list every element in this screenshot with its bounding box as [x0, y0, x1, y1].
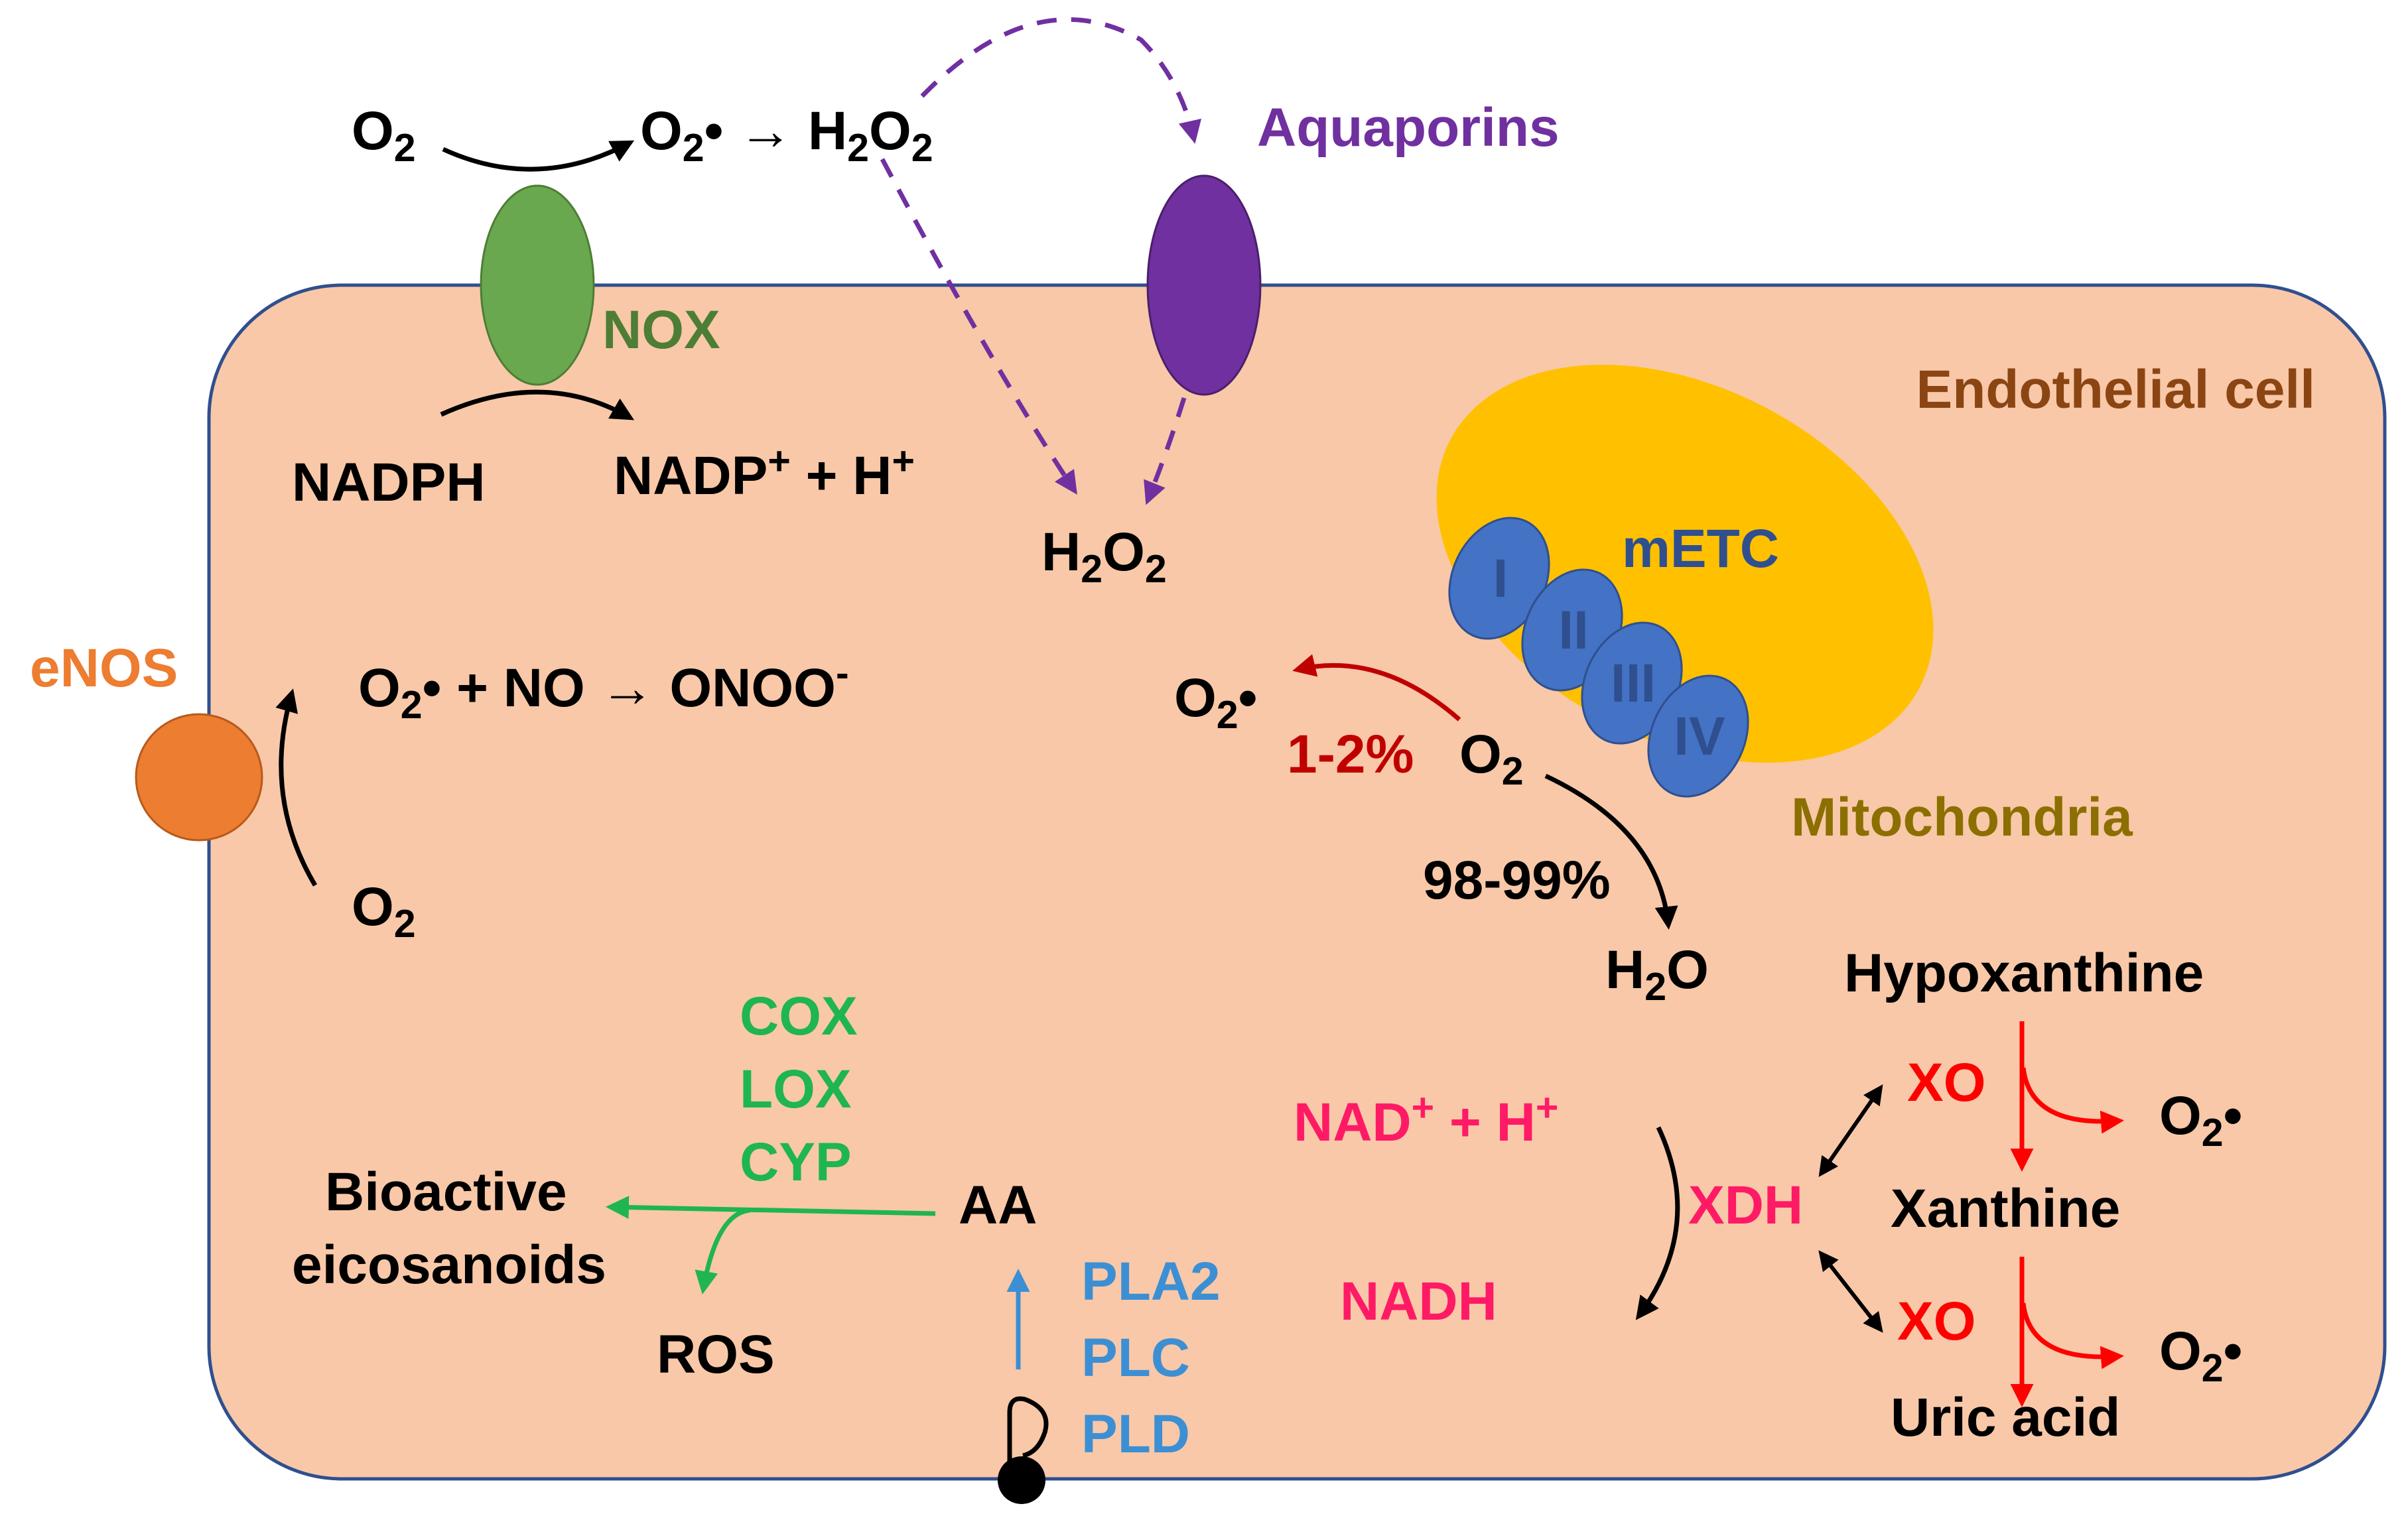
aa-label: AA [959, 1175, 1037, 1235]
aquaporin-icon [1146, 174, 1262, 396]
bioactive-label: Bioactive [325, 1162, 567, 1222]
mito-pct-small: 1-2% [1287, 724, 1414, 785]
complex-3-label: III [1611, 653, 1656, 714]
nad-to-nadh-arrow [1635, 1126, 1680, 1320]
o2-to-water-arrow [1544, 773, 1678, 930]
endothelial-cell [207, 283, 2387, 1481]
xo2-label: XO [1897, 1291, 1975, 1352]
metc-complexes: I II III IV [1448, 517, 1749, 798]
nadp-plus-h-label: NADP+ + H+ [614, 439, 915, 506]
nadph-to-nadp-arrow [440, 389, 635, 420]
o2-to-superoxide-arrow [442, 140, 635, 172]
pla2-label: PLA2 [1081, 1251, 1221, 1312]
pld-label: PLD [1081, 1404, 1190, 1464]
mito-water: H2O [1605, 940, 1709, 1009]
mitochondria-label: Mitochondria [1791, 787, 2133, 848]
aquaporins-label: Aquaporins [1257, 97, 1560, 158]
intracellular-h2o2: H2O2 [1041, 522, 1167, 591]
nad-plus-h-label: NAD+ + H+ [1294, 1086, 1558, 1153]
h2o2-to-aquaporin-arrow [920, 17, 1202, 144]
eicosanoids-label: eicosanoids [292, 1235, 606, 1295]
hypoxanthine-label: Hypoxanthine [1844, 943, 2204, 1003]
aa-to-ros-arrow [695, 1208, 750, 1294]
xo1-superoxide: O2• [2159, 1086, 2242, 1155]
complex-2-label: II [1558, 600, 1589, 661]
nox-label: NOX [602, 300, 720, 360]
xo1-label: XO [1907, 1052, 1985, 1113]
enos-icon [135, 713, 263, 842]
nadph-label: NADPH [292, 452, 486, 513]
xdh-label: XDH [1688, 1175, 1803, 1235]
complex-4-shape [1647, 674, 1749, 798]
top-o2-radical-to-h2o2: O2• → H2O2 [640, 101, 933, 170]
nadh-label: NADH [1340, 1271, 1497, 1332]
cox-label: COX [740, 986, 858, 1046]
top-o2: O2 [352, 101, 416, 170]
uric-acid-label: Uric acid [1891, 1387, 2120, 1448]
mito-o2: O2 [1459, 724, 1524, 793]
mito-superoxide: O2• [1174, 668, 1257, 737]
endothelial-cell-label: Endothelial cell [1916, 359, 2315, 420]
xo1-superoxide-arrow [2021, 1067, 2124, 1134]
phospholipid-icon [998, 1396, 1049, 1504]
complex-1-label: I [1493, 548, 1508, 609]
xdh-xo1-double-arrow [1818, 1084, 1883, 1177]
lox-label: LOX [740, 1059, 852, 1119]
plc-label: PLC [1081, 1328, 1190, 1388]
enos-label: eNOS [30, 638, 178, 698]
aa-to-eicosanoids-arrow [606, 1196, 936, 1220]
xo2-superoxide: O2• [2159, 1321, 2242, 1390]
xo2-superoxide-arrow [2021, 1302, 2124, 1369]
enos-o2-arrow [275, 688, 318, 887]
ros-label: ROS [657, 1324, 775, 1385]
h2o2-diffusion-arrow [880, 158, 1077, 495]
enos-reaction: O2• + NO → ONOO- [358, 651, 849, 727]
aquaporin-to-h2o2-arrow [1144, 397, 1187, 505]
o2-to-superoxide-mito-arrow [1292, 654, 1461, 722]
xanthine-label: Xanthine [1891, 1178, 2120, 1239]
mito-pct-large: 98-99% [1423, 850, 1611, 911]
metc-label: mETC [1622, 519, 1779, 579]
enos-o2: O2 [352, 877, 416, 946]
nox-icon [480, 184, 595, 386]
xdh-xo2-double-arrow [1818, 1250, 1883, 1333]
cyp-label: CYP [740, 1132, 852, 1192]
complex-4-label: IV [1674, 706, 1725, 767]
